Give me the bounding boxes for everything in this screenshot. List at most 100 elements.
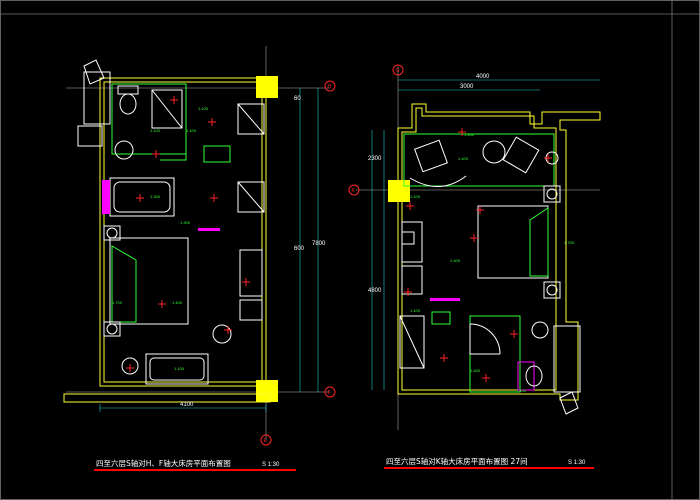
svg-text:2300: 2300	[368, 156, 382, 162]
svg-text:1.100: 1.100	[186, 128, 197, 133]
svg-text:1.100: 1.100	[516, 388, 527, 393]
armchair-left	[414, 139, 448, 173]
axis-bubble-f: F	[324, 386, 336, 398]
plan-left-title: 四至六层S轴对H、F轴大床房平面布置图	[96, 458, 231, 468]
desk	[401, 265, 423, 295]
bathtub	[109, 177, 175, 217]
room-inner-wall	[401, 107, 557, 391]
svg-text:1.300: 1.300	[180, 220, 191, 225]
closet	[399, 315, 425, 369]
tv-cabinet	[239, 249, 263, 297]
washbasin	[114, 140, 134, 160]
bathtub-inner	[113, 181, 171, 213]
partition-marker	[198, 228, 220, 231]
nightstand-top	[543, 185, 561, 203]
bathtub-accent	[102, 180, 110, 214]
axis-bubble-k: K	[348, 184, 360, 196]
minibar	[203, 145, 231, 163]
vanity-accent	[517, 361, 535, 391]
bed	[109, 237, 189, 325]
light-fixtures	[404, 128, 552, 382]
column-top	[256, 76, 278, 98]
desk-curve	[409, 175, 467, 187]
wardrobe-left	[83, 71, 111, 125]
washbasin	[531, 321, 549, 339]
window-sill	[63, 393, 271, 403]
sofa	[145, 353, 209, 385]
svg-text:1.400: 1.400	[172, 300, 183, 305]
axis-label-k: K	[352, 188, 356, 194]
coffee-table	[482, 140, 506, 164]
svg-text:4000: 4000	[476, 74, 490, 80]
column-k	[388, 180, 410, 202]
bathroom-partition	[160, 130, 187, 161]
svg-text:1.100: 1.100	[198, 106, 209, 111]
bed	[477, 205, 549, 279]
sofa-seat	[149, 357, 205, 381]
svg-text:60: 60	[294, 96, 301, 102]
lounge-zone	[403, 133, 555, 187]
axis-label-f: F	[328, 390, 331, 396]
svg-text:7800: 7800	[312, 241, 326, 247]
svg-text:600: 600	[294, 246, 305, 252]
nightstand-top	[103, 225, 121, 241]
room-labels: 1.100 1.100 1.300 1.300 1.700 1.400 1.10…	[112, 106, 209, 371]
closet-hatch	[237, 103, 265, 135]
svg-text:1.400: 1.400	[450, 258, 461, 263]
svg-text:1.100: 1.100	[410, 194, 421, 199]
entry-door	[559, 391, 579, 415]
axis-label-e: E	[264, 438, 268, 444]
plan-right: 1.400 1.400 1.100 1.400 1.700 1.100 1.40…	[348, 64, 601, 469]
svg-text:1.700: 1.700	[564, 240, 575, 245]
axis-label-g: G	[396, 68, 400, 74]
bathroom-zone	[111, 83, 187, 155]
armchair-right	[502, 136, 540, 174]
lamp	[546, 284, 558, 296]
lamp	[106, 227, 118, 239]
side-table	[121, 357, 139, 375]
toilet-bowl	[525, 365, 543, 387]
nightstand-bottom	[543, 281, 561, 299]
shower-door	[469, 324, 500, 355]
bed-cover	[111, 245, 137, 323]
toilet-tank	[117, 85, 139, 95]
svg-text:4800: 4800	[368, 288, 382, 294]
lamp	[106, 323, 118, 335]
shower-diagonal	[151, 89, 183, 129]
svg-text:1.700: 1.700	[112, 300, 123, 305]
room-labels: 1.400 1.400 1.100 1.400 1.700 1.100 1.40…	[410, 132, 575, 393]
desk	[239, 299, 263, 321]
desk-chair	[212, 324, 232, 344]
column-bottom	[256, 380, 278, 402]
tv-cabinet	[401, 221, 423, 263]
nightstand-bottom	[103, 321, 121, 337]
axis-bubble-h: H	[324, 80, 336, 92]
axis-label-h: H	[328, 84, 332, 90]
svg-text:1.300: 1.300	[150, 194, 161, 199]
closet-top	[237, 103, 265, 135]
tv	[401, 231, 415, 245]
plan-left-scale: S 1:30	[262, 462, 280, 468]
minibar	[431, 311, 451, 325]
axis-bubble-g: G	[392, 64, 404, 76]
closet-hatch	[237, 181, 265, 213]
plan-right-title: 四至六层S轴对K轴大床房平面布置图 27间	[386, 456, 528, 466]
axis-bubble-e: E	[260, 434, 272, 446]
svg-text:1.400: 1.400	[470, 368, 481, 373]
closet-middle	[237, 181, 265, 213]
entry-door	[83, 59, 105, 85]
lamp	[546, 188, 558, 200]
partition-marker	[430, 298, 460, 301]
toilet-bowl	[119, 93, 137, 115]
room-outer-wall	[99, 77, 267, 387]
room-outer-wall	[397, 103, 601, 401]
plan-left: 1.100 1.100 1.300 1.300 1.700 1.400 1.10…	[63, 46, 336, 471]
svg-text:1.400: 1.400	[458, 156, 469, 161]
wardrobe-right	[553, 325, 581, 393]
svg-text:3000: 3000	[460, 84, 474, 90]
closet-hatch	[399, 315, 425, 369]
plan-right-scale: S 1:30	[568, 460, 586, 466]
light-fixtures	[126, 96, 250, 372]
